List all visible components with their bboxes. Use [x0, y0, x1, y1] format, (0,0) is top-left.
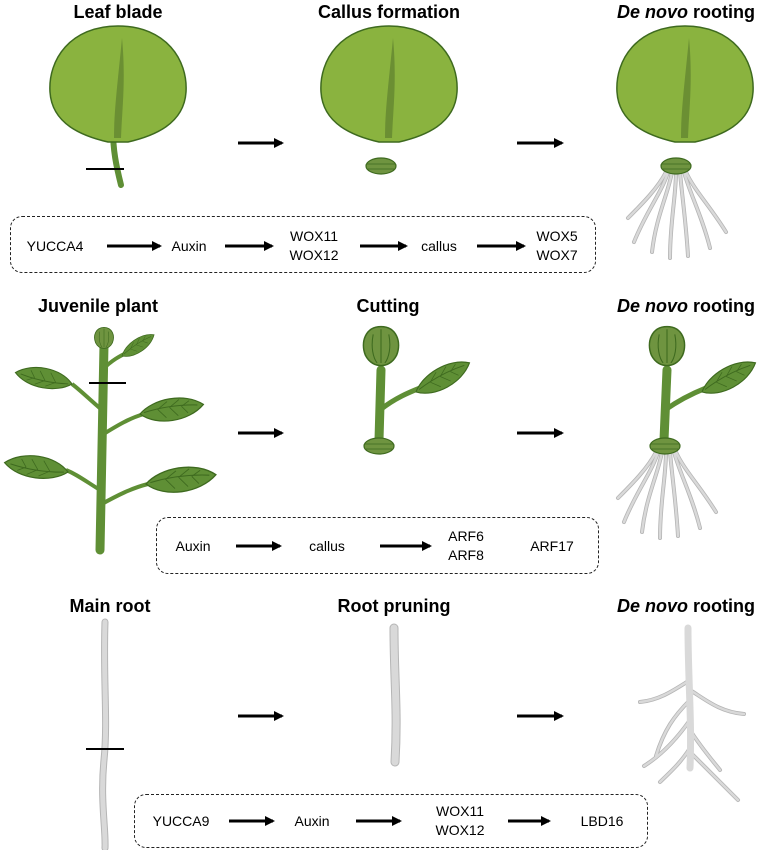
title-de-novo-rooting-1: De novo rooting [617, 2, 755, 23]
title-de-novo-rooting-2: De novo rooting [617, 296, 755, 317]
title-rest-part: rooting [688, 296, 755, 316]
pathway-node: ARF6 [448, 528, 484, 544]
root-pruning-illustration [389, 623, 401, 767]
juvenile-plant-illustration [2, 326, 218, 555]
pathway-box-leaf [10, 216, 596, 273]
title-rest-part: rooting [688, 2, 755, 22]
pathway-node: callus [309, 538, 345, 554]
pathway-node: WOX12 [289, 247, 339, 263]
title-juvenile-plant: Juvenile plant [37, 296, 159, 316]
cutting-illustration [362, 325, 476, 455]
title-leaf-blade: Leaf blade [73, 2, 163, 22]
title-italic-part: De novo [617, 596, 689, 616]
title-cutting: Cutting [356, 296, 420, 316]
pathway-node: Auxin [294, 813, 330, 829]
pathway-node: Auxin [175, 538, 211, 554]
pathway-node: ARF17 [530, 538, 574, 554]
pathway-node: WOX7 [536, 247, 578, 263]
pathway-node: WOX12 [435, 822, 485, 838]
pathway-node: YUCCA4 [26, 238, 84, 254]
pathway-box-root [134, 794, 648, 848]
leaf-blade-illustration [49, 25, 187, 188]
de-novo-rooting-cutting-illustration [616, 325, 762, 540]
pathway-node: Auxin [171, 238, 207, 254]
pathway-arrows [107, 241, 551, 826]
pathway-node: LBD16 [580, 813, 624, 829]
title-rest-part: rooting [688, 596, 755, 616]
pathway-node: callus [421, 238, 457, 254]
pathway-box-cutting [156, 517, 599, 574]
title-root-pruning: Root pruning [337, 596, 451, 616]
de-novo-rooting-leaf-illustration [616, 25, 754, 260]
main-root-illustration [86, 618, 124, 850]
pathway-node: YUCCA9 [152, 813, 210, 829]
pathway-node: ARF8 [448, 547, 484, 563]
pathway-node: WOX5 [536, 228, 578, 244]
title-italic-part: De novo [617, 2, 689, 22]
callus-formation-illustration [320, 25, 458, 175]
de-novo-rooting-root-illustration [638, 624, 746, 802]
title-de-novo-rooting-3: De novo rooting [617, 596, 755, 617]
title-main-root: Main root [69, 596, 151, 616]
pathway-node: WOX11 [290, 228, 338, 244]
pathway-node: WOX11 [436, 803, 484, 819]
title-italic-part: De novo [617, 296, 689, 316]
title-callus-formation: Callus formation [317, 2, 461, 22]
